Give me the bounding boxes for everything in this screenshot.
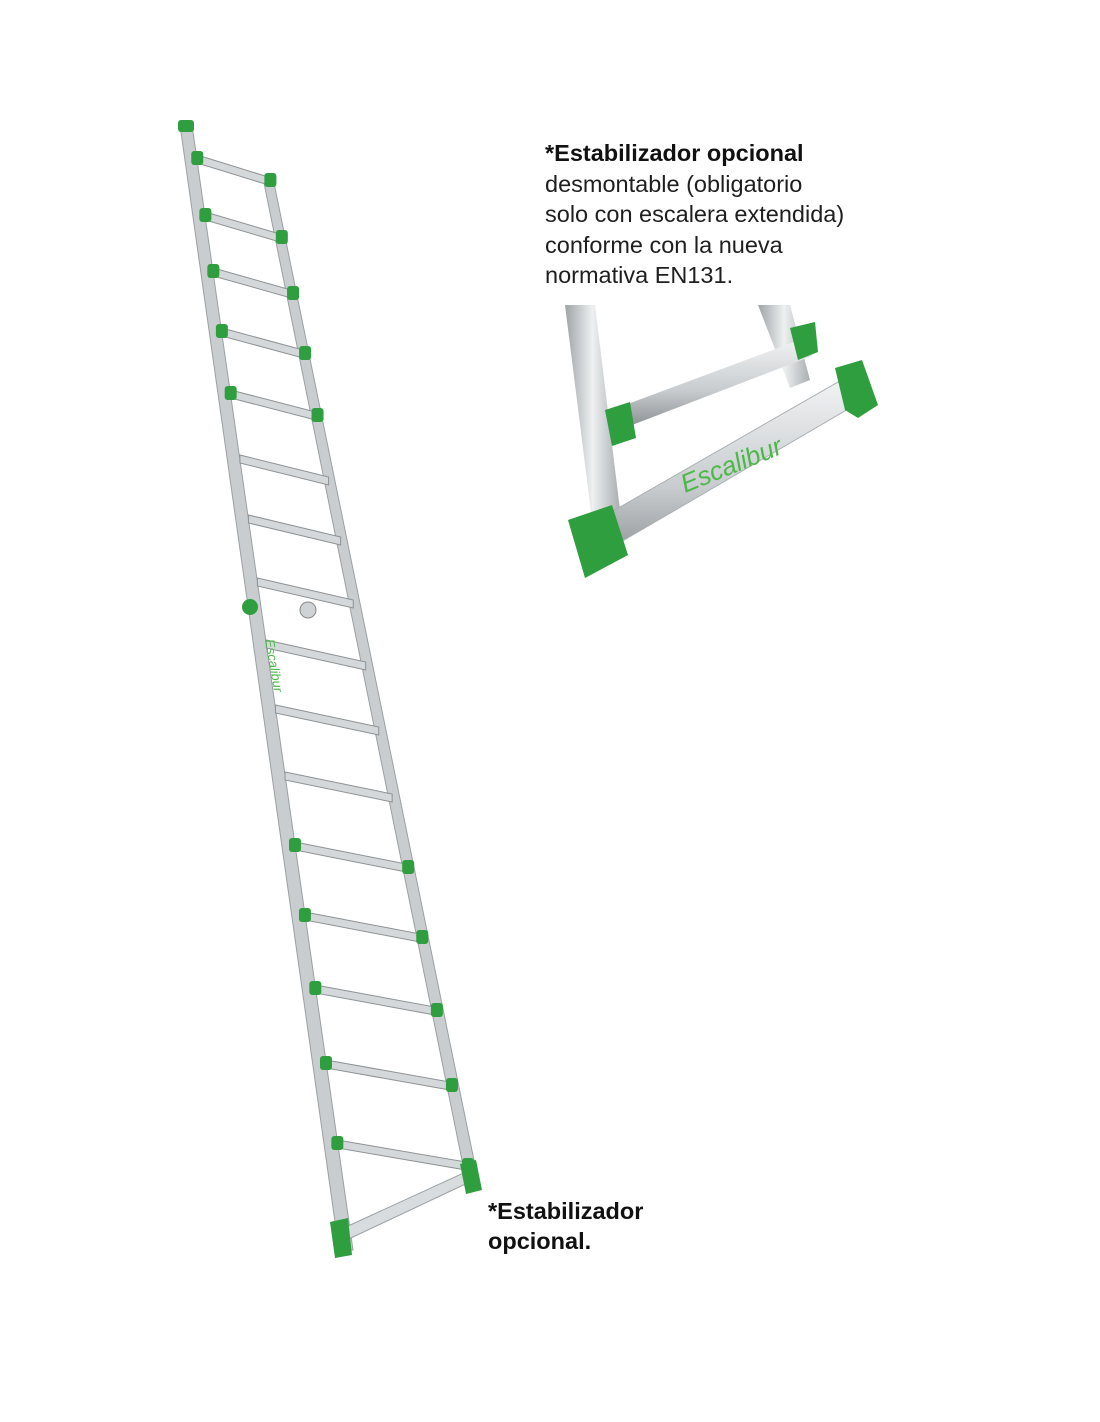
caption-line: solo con escalera extendida) — [545, 201, 845, 227]
caption-line: desmontable (obligatorio — [545, 170, 803, 197]
rung-cap — [287, 286, 300, 300]
stabilizer-note: *Estabilizador opcional. — [488, 1196, 643, 1256]
detail-foot-left — [568, 505, 628, 578]
stabilizer-foot — [460, 1160, 482, 1194]
rung-cap — [275, 230, 288, 244]
detail-left-rail — [565, 305, 620, 520]
rung-cap — [331, 1136, 344, 1150]
ladder-rung — [265, 639, 367, 671]
detail-foot-right — [835, 360, 878, 418]
hinge — [299, 601, 317, 619]
rung-cap — [288, 838, 301, 852]
caption-line: normativa EN131. — [545, 262, 734, 288]
rung-cap — [215, 324, 228, 338]
stabilizer-foot — [330, 1218, 352, 1258]
ladder-rung — [247, 514, 342, 546]
stabilizer-caption: *Estabilizador opcional desmontable (obl… — [545, 138, 844, 291]
ladder-rung — [256, 577, 354, 609]
ladder-rung — [284, 771, 393, 803]
rung-cap — [445, 1078, 458, 1092]
detail-rung-cap-right — [790, 322, 818, 360]
top-cap — [178, 120, 194, 132]
rung-cap — [430, 1003, 443, 1017]
ladder-rung — [239, 454, 330, 486]
note-line: *Estabilizador — [488, 1198, 644, 1224]
rung-cap — [264, 173, 277, 187]
note-line: opcional. — [488, 1228, 592, 1254]
stabilizer-caption-title: *Estabilizador opcional — [545, 140, 804, 166]
rung-cap — [298, 908, 311, 922]
rung-cap — [311, 408, 324, 422]
detail-logo: Escalibur — [676, 430, 788, 498]
rung-cap — [224, 386, 237, 400]
detail-rung-cap-left — [605, 402, 636, 446]
rung-cap — [309, 981, 322, 995]
ladder-rung — [274, 704, 380, 736]
rung-cap — [207, 264, 220, 278]
hinge-knob — [242, 599, 258, 615]
rung-cap — [191, 151, 204, 165]
rung-cap — [199, 208, 212, 222]
rung-cap — [299, 346, 312, 360]
detail-rung — [625, 338, 812, 425]
rung-cap — [402, 860, 415, 874]
rung-cap — [416, 930, 429, 944]
rung-cap — [319, 1056, 332, 1070]
caption-line: conforme con la nueva — [545, 231, 783, 258]
